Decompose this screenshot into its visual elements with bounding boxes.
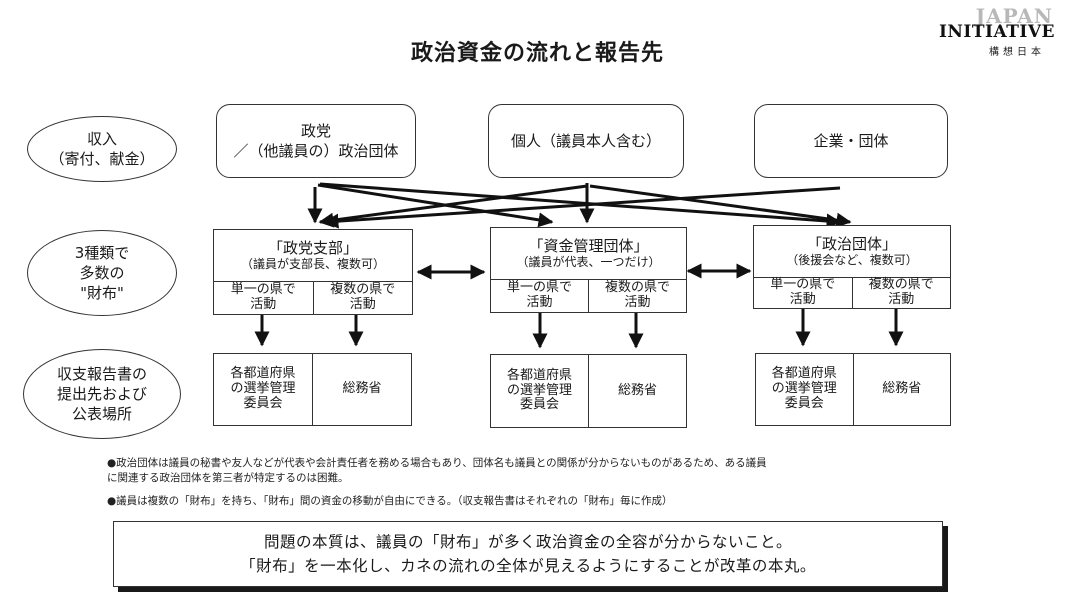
wallet-header: 「政治団体」 （後援会など、複数可） (754, 226, 950, 278)
summary-line-2: 「財布」を一本化し、カネの流れの全体が見えるようにすることが改革の本丸。 (240, 557, 816, 575)
logo-initiative: INITIATIVE (938, 22, 1055, 42)
arrow-party-to-fund (317, 183, 554, 228)
arrow-individual-to-group (589, 184, 852, 228)
wallet-title: 「資金管理団体」 (528, 236, 649, 255)
source-party: 政党 ／（他議員の）政治団体 (216, 104, 416, 178)
wallet-multi-pref: 複数の県で 活動 (312, 281, 413, 314)
arrow-individual-to-branch (318, 184, 588, 228)
note-line: ●政治団体は議員の秘書や友人などが代表や会計責任者を務める場合もあり、団体名も議… (107, 457, 767, 469)
report-ministry: 総務省 (312, 354, 411, 425)
summary-line-1: 問題の本質は、議員の「財布」が多く政治資金の全容が分からないこと。 (263, 532, 792, 551)
report-ministry: 総務省 (588, 355, 686, 427)
wallet-party-branch: 「政党支部」 （議員が支部長、複数可） 単一の県で 活動 複数の県で 活動 (213, 229, 413, 315)
arrow-company-to-branch (323, 186, 841, 229)
logo-subtitle: 構想日本 (989, 47, 1045, 58)
report-prefecture-committee: 各都道府県 の選挙管理 委員会 (771, 366, 837, 411)
source-company: 企業・団体 (754, 104, 948, 178)
wallet-subtitle: （議員が支部長、複数可） (240, 256, 385, 271)
wallet-subtitle: （議員が代表、一つだけ） (516, 254, 661, 269)
report-dest-2: 各都道府県 の選挙管理 委員会 総務省 (490, 354, 687, 428)
wallet-multi-pref: 複数の県で 活動 (588, 279, 686, 312)
report-prefecture-committee: 各都道府県 の選挙管理 委員会 (230, 366, 296, 411)
wallet-political-group: 「政治団体」 （後援会など、複数可） 単一の県で 活動 複数の県で 活動 (753, 225, 951, 309)
wallet-fund-management: 「資金管理団体」 （議員が代表、一つだけ） 単一の県で 活動 複数の県で 活動 (490, 227, 687, 313)
wallet-title: 「政党支部」 (267, 238, 358, 257)
note-wallets: ●議員は複数の「財布」を持ち、「財布」間の資金の移動が自由にできる。（収支報告書… (107, 495, 673, 507)
wallet-subtitle: （後援会など、複数可） (786, 252, 918, 267)
row-label-wallets: 3種類で 多数の "財布" (27, 230, 177, 316)
note-political-groups: ●政治団体は議員の秘書や友人などが代表や会計責任者を務める場合もあり、団体名も議… (107, 456, 987, 486)
report-prefecture-committee: 各都道府県 の選挙管理 委員会 (506, 367, 572, 413)
wallet-single-pref: 単一の県で 活動 (230, 281, 296, 312)
note-line: に関連する政治団体を第三者が特定するのは困難。 (107, 472, 349, 485)
wallet-single-pref: 単一の県で 活動 (506, 279, 572, 310)
row-label-reports: 収支報告書の 提出先および 公表場所 (23, 349, 181, 439)
wallet-single-pref: 単一の県で 活動 (770, 276, 836, 307)
report-dest-1: 各都道府県 の選挙管理 委員会 総務省 (213, 353, 412, 426)
wallet-multi-pref: 複数の県で 活動 (851, 277, 951, 308)
arrow-party-to-group (319, 182, 842, 229)
wallet-header: 「資金管理団体」 （議員が代表、一つだけ） (491, 228, 686, 280)
report-dest-3: 各都道府県 の選挙管理 委員会 総務省 (755, 353, 951, 426)
summary-box: 問題の本質は、議員の「財布」が多く政治資金の全容が分からないこと。 「財布」を一… (113, 521, 943, 587)
source-individual: 個人（議員本人含む） (488, 104, 684, 178)
logo-japan: JAPAN (975, 4, 1053, 28)
page-title: 政治資金の流れと報告先 (410, 41, 664, 66)
wallet-header: 「政党支部」 （議員が支部長、複数可） (214, 230, 412, 282)
wallet-title: 「政治団体」 (806, 234, 897, 253)
row-label-income: 収入 （寄付、献金） (27, 116, 177, 182)
report-ministry: 総務省 (852, 354, 951, 425)
